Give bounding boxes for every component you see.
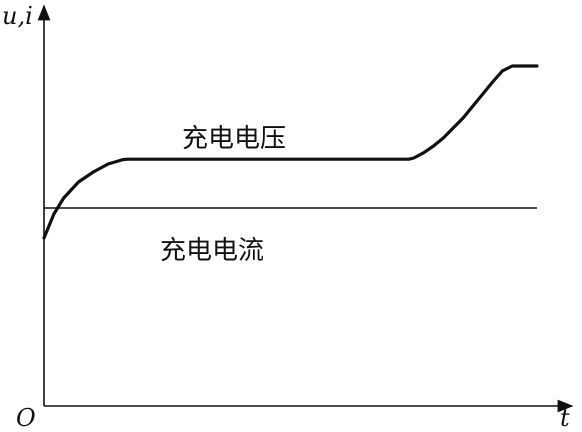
charging-voltage-curve bbox=[42, 64, 539, 240]
charging-current-label: 充电电流 bbox=[160, 236, 264, 266]
charging-voltage-label: 充电电压 bbox=[182, 124, 286, 154]
x-axis-label: t bbox=[560, 404, 570, 432]
origin-label: O bbox=[16, 404, 36, 432]
y-axis-label: u,i bbox=[2, 2, 33, 30]
